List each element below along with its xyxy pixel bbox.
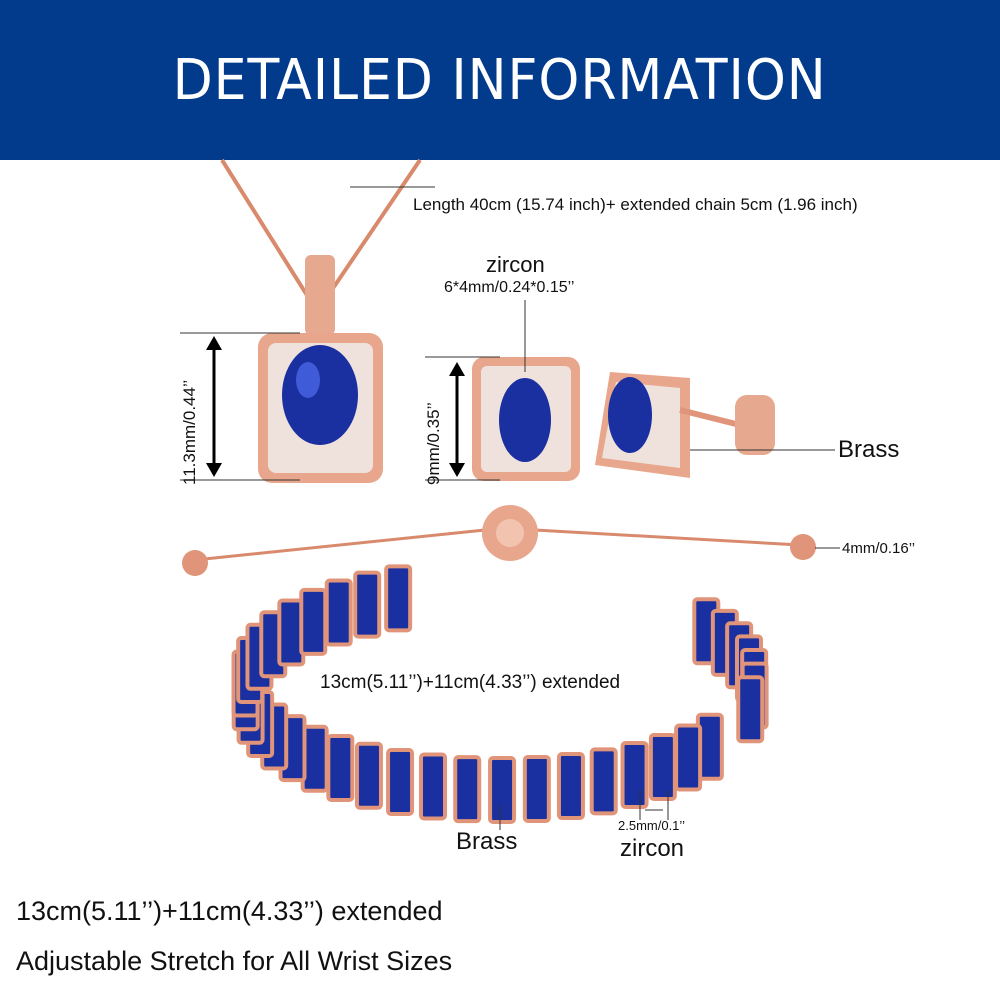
bracelet-stone-label: zircon: [620, 835, 685, 862]
bracelet-bead-right: [790, 534, 816, 560]
earring-stone-label: zircon: [486, 252, 545, 277]
bracelet-chain: [194, 528, 801, 562]
bead-size-label: 4mm/0.16’’: [842, 540, 916, 557]
bracelet-stone: [386, 747, 415, 816]
earring-material-label: Brass: [838, 436, 900, 463]
bracelet-material-label: Brass: [456, 828, 518, 855]
bracelet-bead-left: [182, 550, 208, 576]
bracelet-stone: [522, 754, 551, 823]
bracelet-stone: [453, 755, 482, 824]
bracelet-stone: [488, 755, 517, 824]
stone-width-label: 2.5mm/0.1’’: [618, 818, 685, 833]
necklace-pendant: [258, 255, 383, 483]
earring-side: [595, 372, 775, 478]
chain-length-label: Length 40cm (15.74 inch)+ extended chain…: [413, 195, 858, 214]
bracelet-stone: [620, 740, 649, 809]
pendant-height-label: 11.3mm/0.44’’: [180, 379, 199, 485]
bracelet-stone: [589, 747, 618, 816]
bracelet-stone: [299, 587, 328, 656]
earring-stone-size: 6*4mm/0.24*0.15’’: [444, 279, 575, 296]
header-banner: DETAILED INFORMATION: [0, 0, 1000, 160]
bracelet-stone: [419, 752, 448, 821]
bracelet-stone: [326, 733, 355, 802]
earring-front: [472, 357, 580, 481]
bracelet-stone: [354, 741, 383, 810]
bracelet-length-label: 13cm(5.11’’)+11cm(4.33’’) extended: [320, 672, 621, 693]
footer-line-1: 13cm(5.11’’)+11cm(4.33’’) extended: [16, 896, 443, 926]
bracelet-stone: [556, 752, 585, 821]
necklace-chain: [220, 158, 422, 302]
bracelet-stone: [324, 578, 353, 647]
bracelet-stone: [736, 675, 765, 744]
earring-height-label: 9mm/0.35’’: [424, 402, 443, 485]
bracelet-stone: [384, 564, 413, 633]
bracelet-stone: [648, 732, 677, 801]
bracelet-stones: [231, 564, 769, 824]
page-title: DETAILED INFORMATION: [172, 47, 828, 113]
footer-line-2: Adjustable Stretch for All Wrist Sizes: [16, 946, 453, 976]
bracelet-stone: [674, 723, 703, 792]
bracelet-stone: [353, 570, 382, 639]
